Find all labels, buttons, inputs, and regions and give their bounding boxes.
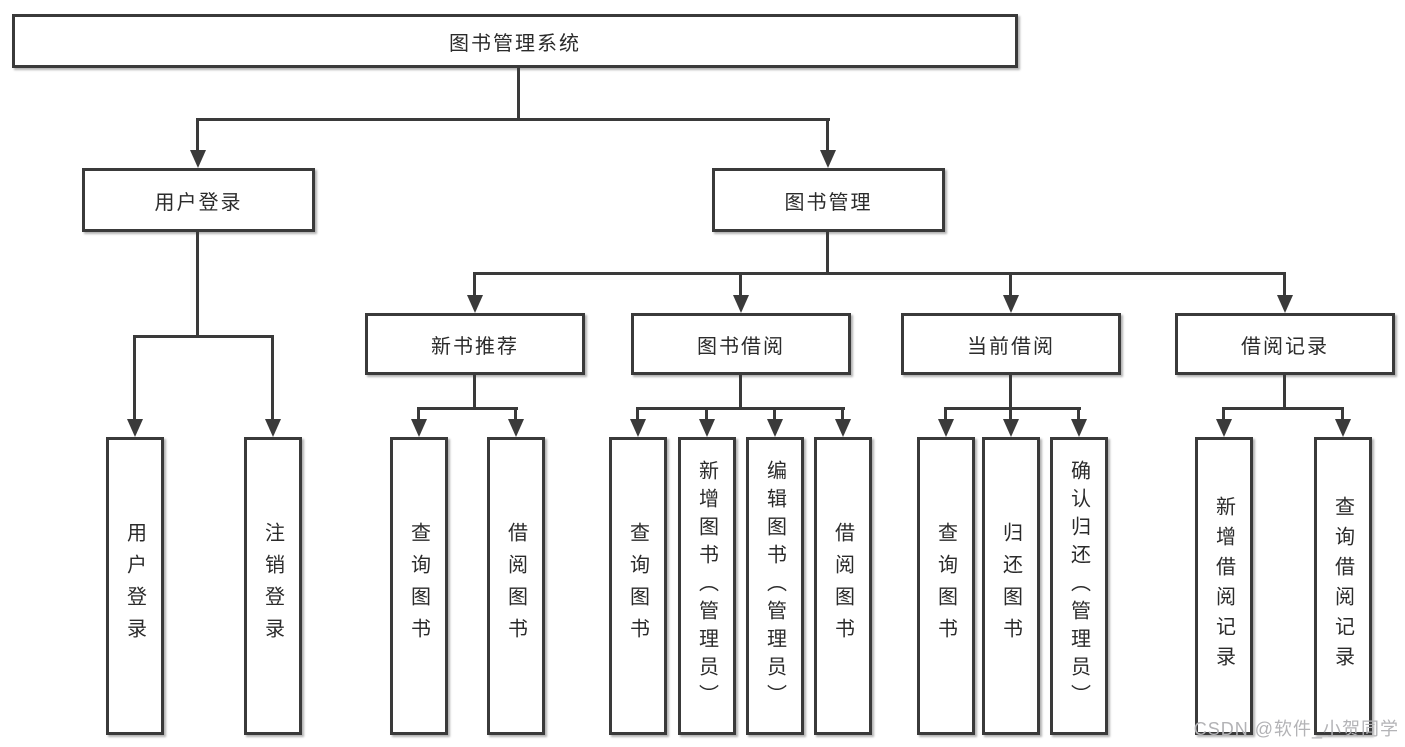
- arrowhead-icon: [767, 419, 783, 437]
- connector-line: [773, 407, 776, 421]
- connector-line: [417, 407, 518, 410]
- leaf-query-books-borrowing-label: 查询图书: [626, 522, 649, 650]
- node-book-borrowing: 图书借阅: [631, 313, 851, 375]
- connector-line: [1009, 272, 1012, 297]
- connector-line: [841, 407, 844, 421]
- node-new-book-recommendation: 新书推荐: [365, 313, 585, 375]
- leaf-user-login: 用户登录: [106, 437, 164, 735]
- node-new-book-recommendation-label: 新书推荐: [431, 335, 519, 358]
- arrowhead-icon: [508, 419, 524, 437]
- connector-line: [417, 407, 420, 421]
- connector-line: [1283, 375, 1286, 410]
- connector-line: [1341, 407, 1344, 421]
- arrowhead-icon: [1277, 295, 1293, 313]
- connector-line: [1009, 375, 1012, 410]
- node-root: 图书管理系统: [12, 14, 1018, 68]
- connector-line: [1009, 407, 1012, 421]
- node-user-login: 用户登录: [82, 168, 315, 232]
- node-book-management: 图书管理: [712, 168, 945, 232]
- arrowhead-icon: [733, 295, 749, 313]
- node-borrowing-records-label: 借阅记录: [1241, 335, 1329, 358]
- leaf-query-borrow-record: 查询借阅记录: [1314, 437, 1372, 735]
- leaf-confirm-return-admin: 确认归还（管理员）: [1050, 437, 1108, 735]
- connector-line: [636, 407, 845, 410]
- connector-line: [1283, 272, 1286, 297]
- connector-line: [944, 407, 1081, 410]
- leaf-query-books-recommend-label: 查询图书: [407, 522, 430, 650]
- arrowhead-icon: [1335, 419, 1351, 437]
- arrowhead-icon: [127, 419, 143, 437]
- arrowhead-icon: [1003, 419, 1019, 437]
- arrowhead-icon: [1071, 419, 1087, 437]
- leaf-borrow-books-borrowing: 借阅图书: [814, 437, 872, 735]
- node-book-borrowing-label: 图书借阅: [697, 335, 785, 358]
- leaf-query-books-recommend: 查询图书: [390, 437, 448, 735]
- connector-line: [1222, 407, 1344, 410]
- leaf-query-books-borrowing: 查询图书: [609, 437, 667, 735]
- arrowhead-icon: [467, 295, 483, 313]
- node-current-borrowing-label: 当前借阅: [967, 335, 1055, 358]
- leaf-borrow-books-borrowing-label: 借阅图书: [831, 522, 854, 650]
- arrowhead-icon: [190, 150, 206, 168]
- connector-line: [271, 335, 274, 421]
- leaf-edit-book-admin-label: 编辑图书（管理员）: [763, 460, 786, 712]
- node-borrowing-records: 借阅记录: [1175, 313, 1395, 375]
- arrowhead-icon: [938, 419, 954, 437]
- connector-line: [517, 66, 520, 121]
- connector-line: [196, 118, 830, 121]
- connector-line: [1077, 407, 1080, 421]
- node-root-label: 图书管理系统: [449, 32, 581, 55]
- leaf-borrow-books-recommend: 借阅图书: [487, 437, 545, 735]
- arrowhead-icon: [630, 419, 646, 437]
- leaf-query-borrow-record-label: 查询借阅记录: [1331, 496, 1354, 676]
- leaf-query-books-current-label: 查询图书: [934, 522, 957, 650]
- connector-line: [636, 407, 639, 421]
- connector-line: [514, 407, 517, 421]
- leaf-borrow-books-recommend-label: 借阅图书: [504, 522, 527, 650]
- node-user-login-label: 用户登录: [154, 191, 243, 214]
- connector-line: [196, 118, 199, 152]
- arrowhead-icon: [1003, 295, 1019, 313]
- leaf-logout: 注销登录: [244, 437, 302, 735]
- leaf-edit-book-admin: 编辑图书（管理员）: [746, 437, 804, 735]
- connector-line: [944, 407, 947, 421]
- connector-line: [739, 272, 742, 297]
- connector-line: [739, 375, 742, 410]
- connector-line: [826, 232, 829, 275]
- leaf-add-book-admin-label: 新增图书（管理员）: [695, 460, 718, 712]
- connector-line: [473, 272, 1286, 275]
- leaf-return-books-label: 归还图书: [999, 522, 1022, 650]
- arrowhead-icon: [820, 150, 836, 168]
- leaf-return-books: 归还图书: [982, 437, 1040, 735]
- connector-line: [1222, 407, 1225, 421]
- arrowhead-icon: [411, 419, 427, 437]
- connector-line: [473, 272, 476, 297]
- leaf-logout-label: 注销登录: [261, 522, 284, 650]
- arrowhead-icon: [835, 419, 851, 437]
- arrowhead-icon: [699, 419, 715, 437]
- connector-line: [133, 335, 136, 421]
- leaf-query-books-current: 查询图书: [917, 437, 975, 735]
- connector-line: [473, 375, 476, 410]
- leaf-add-borrow-record-label: 新增借阅记录: [1212, 496, 1235, 676]
- leaf-add-borrow-record: 新增借阅记录: [1195, 437, 1253, 735]
- connector-line: [826, 118, 829, 152]
- arrowhead-icon: [1216, 419, 1232, 437]
- leaf-confirm-return-admin-label: 确认归还（管理员）: [1067, 460, 1090, 712]
- node-book-management-label: 图书管理: [784, 191, 873, 214]
- watermark: CSDN @软件_小贺同学: [1193, 719, 1399, 739]
- node-current-borrowing: 当前借阅: [901, 313, 1121, 375]
- arrowhead-icon: [265, 419, 281, 437]
- leaf-add-book-admin: 新增图书（管理员）: [678, 437, 736, 735]
- connector-line: [196, 232, 199, 338]
- connector-line: [133, 335, 274, 338]
- leaf-user-login-label: 用户登录: [123, 522, 146, 650]
- connector-line: [705, 407, 708, 421]
